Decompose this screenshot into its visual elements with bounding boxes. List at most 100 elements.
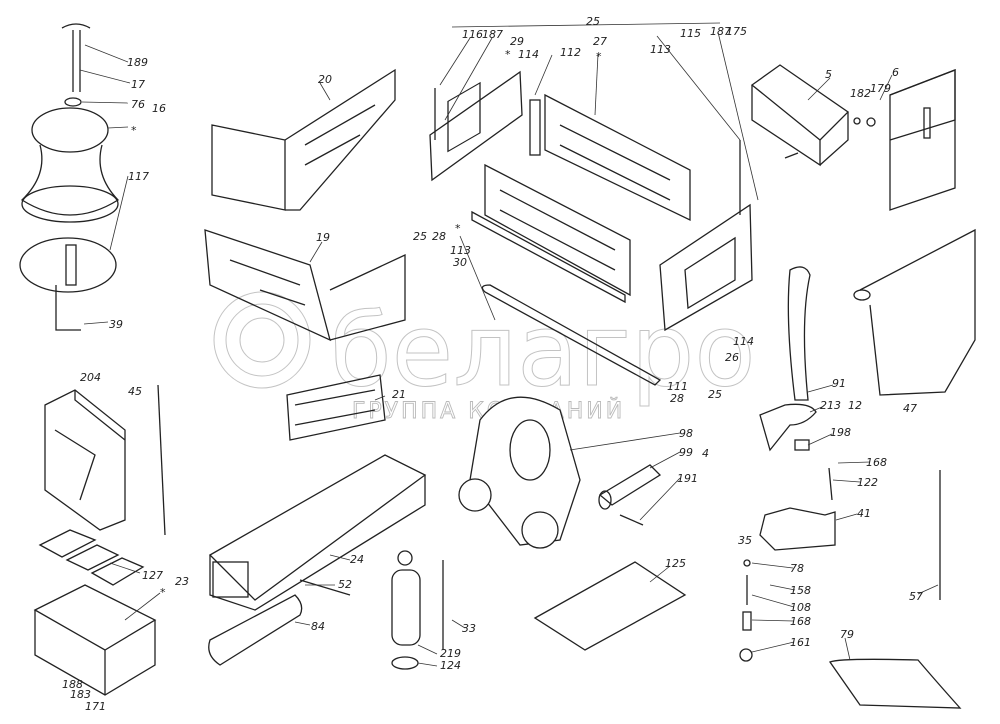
- label-117: 117: [128, 170, 149, 183]
- reflector-plates: [38, 529, 145, 586]
- label-91: 91: [832, 377, 846, 390]
- label-122: 122: [857, 476, 878, 489]
- axe: [759, 266, 817, 452]
- fire-extinguisher: [391, 550, 444, 670]
- label-52: 52: [338, 578, 352, 591]
- label-187: 187: [482, 28, 503, 41]
- label-35: 35: [738, 534, 752, 547]
- label-213: 213: [820, 399, 841, 412]
- cloth-79: [828, 658, 962, 709]
- label-6: 6: [892, 66, 899, 79]
- label-20: 20: [318, 73, 332, 86]
- label-127: 127: [142, 569, 163, 582]
- label-108: 108: [790, 601, 811, 614]
- label-16: 16: [152, 102, 166, 115]
- label-28: 28: [432, 230, 446, 243]
- label-asterisk: *: [505, 48, 511, 61]
- part-labels: 189 17 76 16 * 117 39 20 19 25 116 187 2…: [62, 15, 923, 713]
- label-12: 12: [848, 399, 862, 412]
- label-78: 78: [790, 562, 804, 575]
- tool-bag: [889, 69, 956, 211]
- label-171: 171: [85, 700, 106, 713]
- label-asterisk: *: [131, 124, 137, 137]
- label-4: 4: [702, 447, 709, 460]
- label-124: 124: [440, 659, 461, 672]
- winch-drum: [19, 23, 120, 331]
- label-204: 204: [80, 371, 101, 384]
- mat-125: [533, 561, 687, 651]
- label-99: 99: [679, 446, 693, 459]
- label-191: 191: [677, 472, 698, 485]
- watermark-logo: белагро ГРУППА КОМПАНИЙ: [213, 291, 756, 424]
- label-98: 98: [679, 427, 693, 440]
- label-28: 28: [670, 392, 684, 405]
- box-panel-29: [429, 70, 523, 182]
- label-168: 168: [790, 615, 811, 628]
- crank-handle: [739, 467, 836, 662]
- box-panel-26: [659, 140, 753, 332]
- label-41: 41: [857, 507, 871, 520]
- bracket-20: [211, 68, 396, 211]
- label-189: 189: [127, 56, 148, 69]
- label-114: 114: [733, 335, 754, 348]
- svg-text:белагро: белагро: [330, 292, 756, 409]
- label-168: 168: [866, 456, 887, 469]
- label-158: 158: [790, 584, 811, 597]
- label-25: 25: [586, 15, 600, 28]
- label-27: 27: [593, 35, 607, 48]
- bucket-tray: [33, 584, 157, 696]
- label-84: 84: [311, 620, 325, 633]
- label-19: 19: [316, 231, 330, 244]
- label-179: 179: [870, 82, 891, 95]
- label-76: 76: [131, 98, 145, 111]
- label-187: 187: [710, 25, 731, 38]
- label-29: 29: [510, 35, 524, 48]
- hose-84: [208, 594, 303, 666]
- label-161: 161: [790, 636, 811, 649]
- label-115: 115: [680, 27, 701, 40]
- leader-lines: [79, 22, 939, 667]
- label-47: 47: [903, 402, 917, 415]
- label-125: 125: [665, 557, 686, 570]
- battery-box: [750, 64, 876, 167]
- bracket-19: [204, 229, 406, 342]
- label-116: 116: [462, 28, 483, 41]
- label-25: 25: [413, 230, 427, 243]
- label-188: 188: [62, 678, 83, 691]
- label-112: 112: [560, 46, 581, 59]
- box-panel-28: [471, 163, 631, 304]
- label-39: 39: [109, 318, 123, 331]
- bracket-21: [286, 374, 386, 441]
- label-57: 57: [909, 590, 923, 603]
- jack: [458, 396, 662, 549]
- label-30: 30: [453, 256, 467, 269]
- box-panel-27: [529, 93, 691, 222]
- label-79: 79: [840, 628, 854, 641]
- tow-strap: [481, 284, 662, 386]
- label-183: 183: [70, 688, 91, 701]
- label-24: 24: [350, 553, 364, 566]
- label-114: 114: [518, 48, 539, 61]
- label-33: 33: [462, 622, 476, 635]
- label-198: 198: [830, 426, 851, 439]
- label-45: 45: [128, 385, 142, 398]
- pouch-47: [853, 228, 976, 396]
- label-25: 25: [708, 388, 722, 401]
- tool-case: [208, 454, 427, 611]
- label-23: 23: [175, 575, 189, 588]
- label-113: 113: [650, 43, 671, 56]
- jerrycan: [44, 389, 126, 531]
- label-21: 21: [392, 388, 406, 401]
- label-26: 26: [725, 351, 739, 364]
- label-113: 113: [450, 244, 471, 257]
- label-175: 175: [726, 25, 747, 38]
- label-17: 17: [131, 78, 145, 91]
- label-asterisk: *: [596, 50, 602, 63]
- label-219: 219: [440, 647, 461, 660]
- label-182: 182: [850, 87, 871, 100]
- label-5: 5: [825, 68, 832, 81]
- rod-45: [157, 384, 166, 536]
- label-asterisk: *: [455, 222, 461, 235]
